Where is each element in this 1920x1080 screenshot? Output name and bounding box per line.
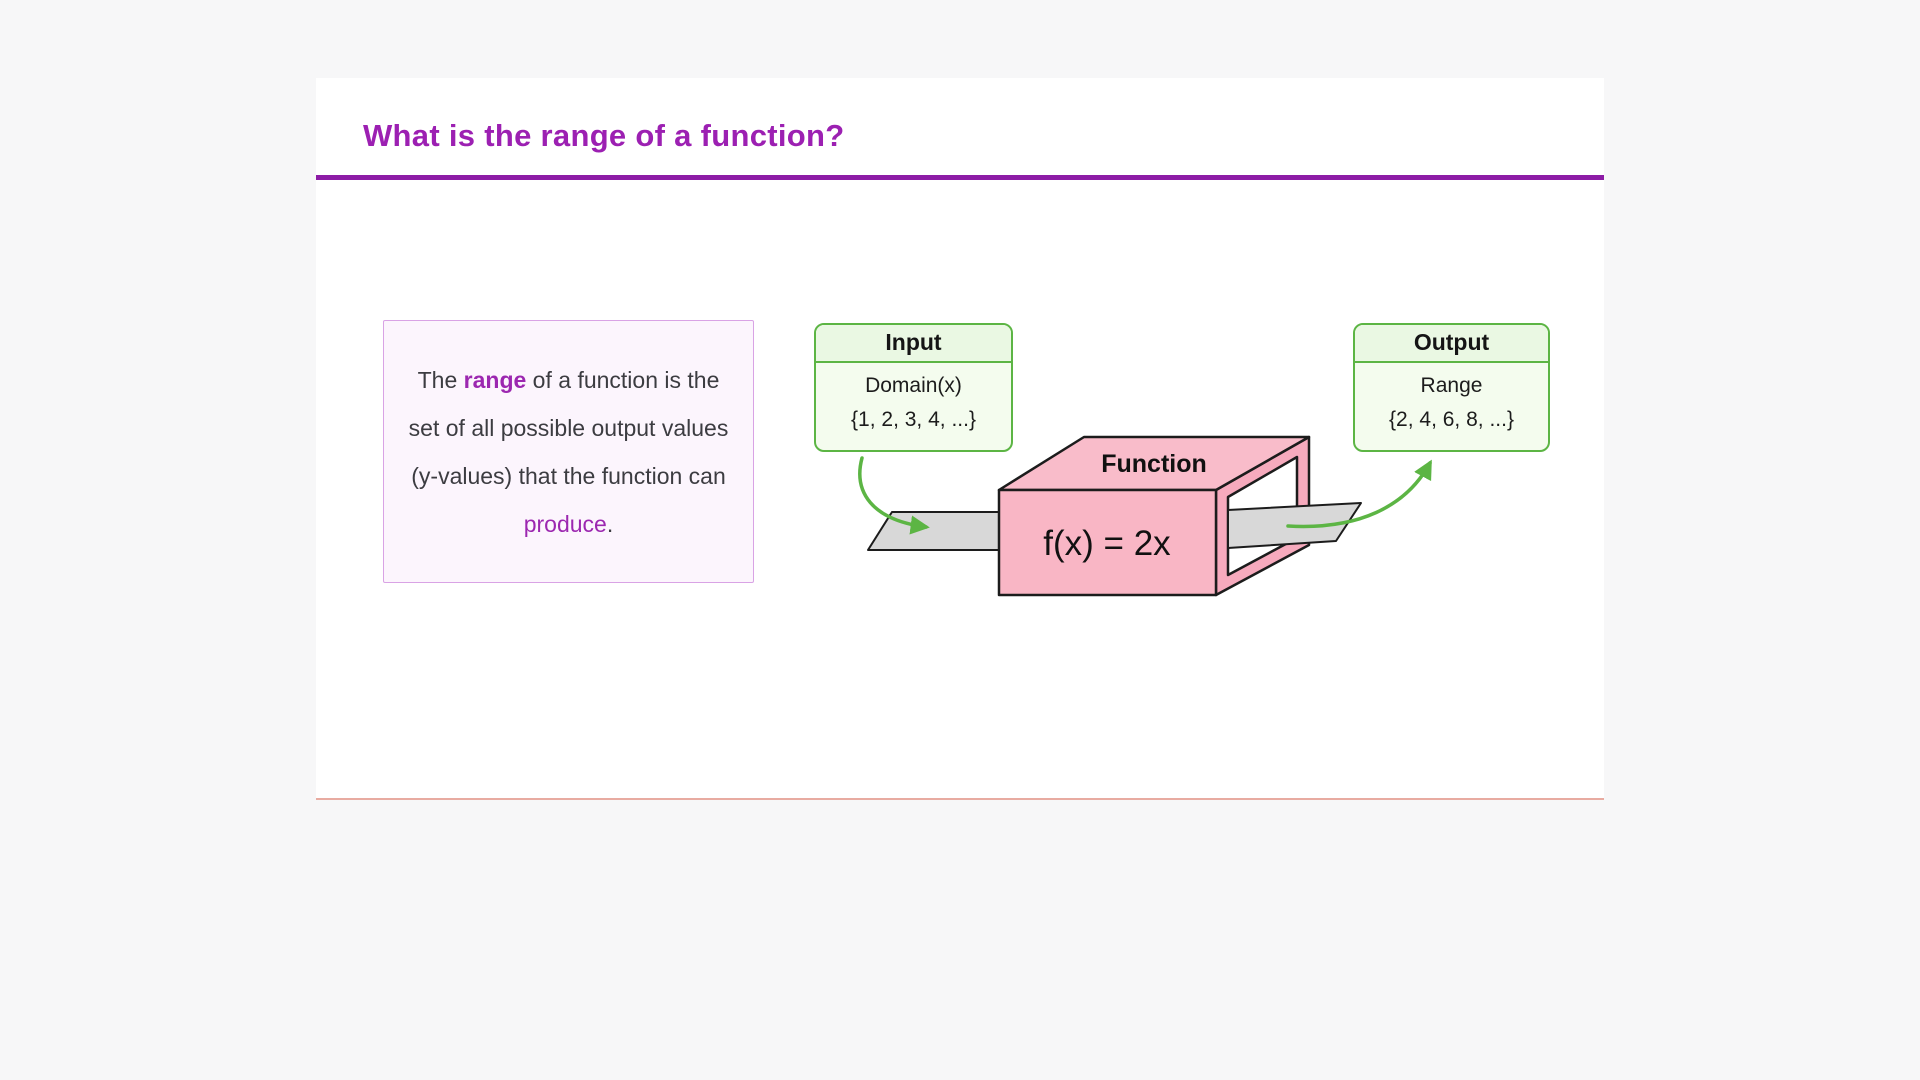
slide-content: Function f(x) = 2x The range of a functi… — [316, 180, 1604, 800]
output-box: Output Range {2, 4, 6, 8, ...} — [1353, 323, 1550, 452]
output-box-line2: {2, 4, 6, 8, ...} — [1389, 408, 1514, 431]
input-box-line2: {1, 2, 3, 4, ...} — [851, 408, 976, 431]
definition-part3: . — [606, 510, 614, 537]
definition-box: The range of a function is the set of al… — [383, 320, 754, 583]
definition-range-highlight: range — [463, 366, 527, 393]
output-box-line1: Range — [1420, 374, 1483, 397]
slide-card: What is the range of a function? — [316, 78, 1604, 800]
definition-part2: of a function is the set of all possible… — [408, 366, 729, 489]
page-title: What is the range of a function? — [363, 117, 845, 153]
definition-produce-highlight: produce — [523, 510, 607, 537]
input-box-body: Domain(x) {1, 2, 3, 4, ...} — [816, 363, 1011, 437]
machine-front-face — [997, 488, 1218, 597]
input-arrow — [858, 456, 930, 535]
output-arrow — [1286, 459, 1432, 529]
input-box-header: Input — [816, 325, 1011, 363]
input-box: Input Domain(x) {1, 2, 3, 4, ...} — [814, 323, 1013, 452]
function-machine-diagram: Function f(x) = 2x — [858, 435, 1432, 597]
definition-part1: The — [417, 366, 464, 393]
function-formula: f(x) = 2x — [1043, 524, 1171, 563]
output-box-header: Output — [1355, 325, 1548, 363]
output-box-body: Range {2, 4, 6, 8, ...} — [1355, 363, 1548, 437]
input-box-line1: Domain(x) — [865, 374, 962, 397]
title-divider — [316, 175, 1604, 180]
function-label: Function — [1101, 450, 1207, 478]
definition-text: The range of a function is the set of al… — [404, 356, 733, 548]
slide-header: What is the range of a function? — [316, 78, 1604, 175]
